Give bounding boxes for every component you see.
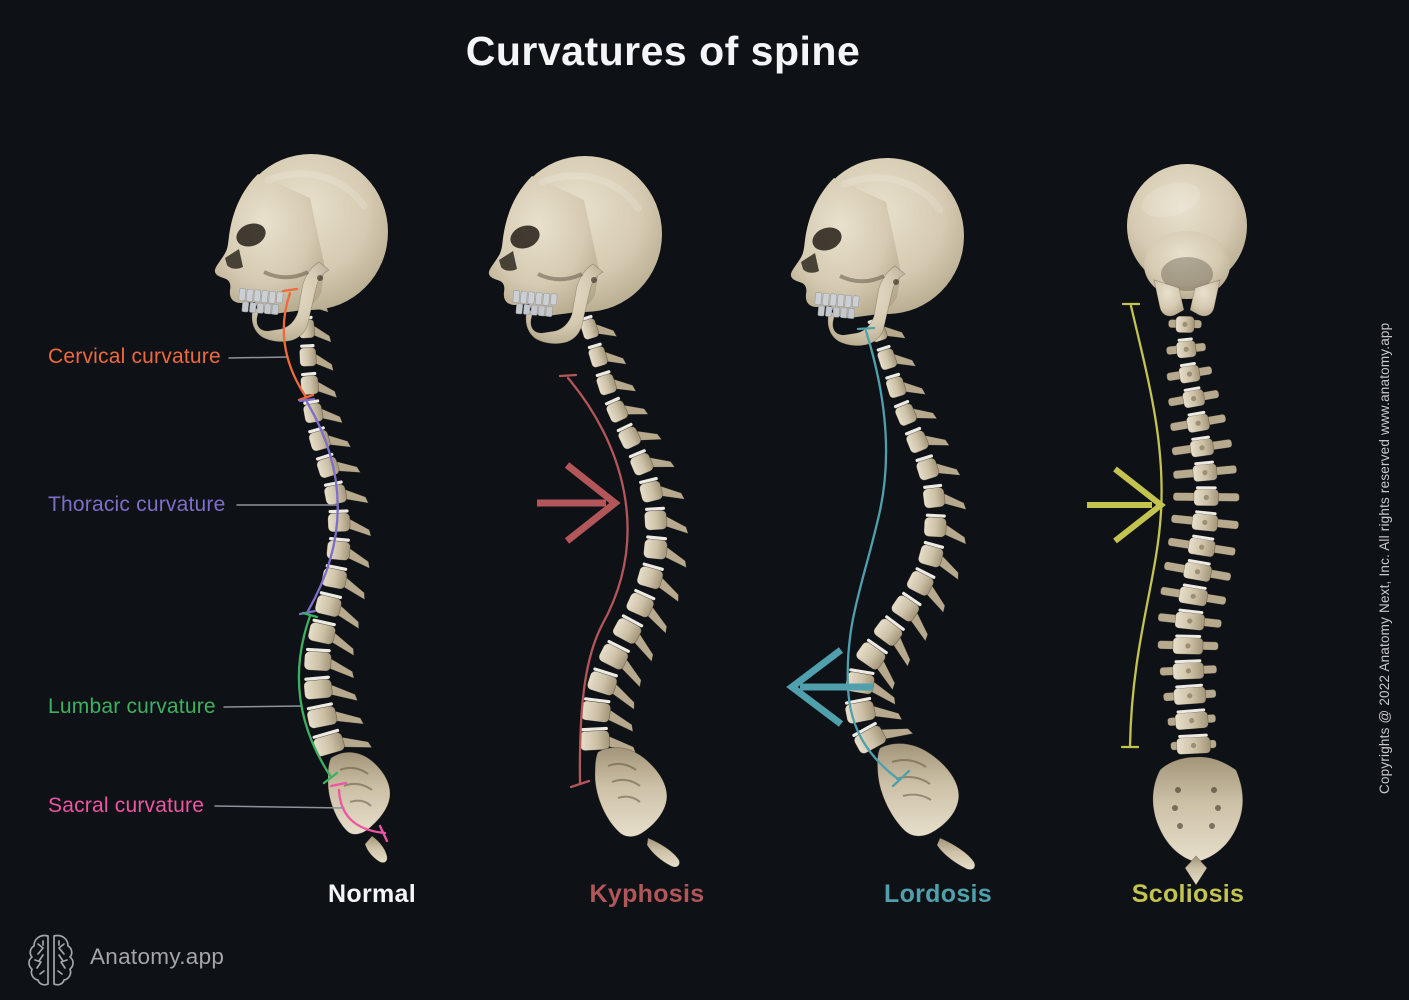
normal-coccyx <box>364 835 388 863</box>
lordosis-coccyx <box>936 837 976 870</box>
copyright-text: Copyrights @ 2022 Anatomy Next, Inc. All… <box>1377 322 1392 794</box>
lumbar-leader-line <box>223 705 303 708</box>
figure-normal <box>215 154 390 863</box>
figure-label-normal: Normal <box>328 880 416 908</box>
lordosis-curve <box>846 329 900 781</box>
thoracic-bracket <box>305 400 339 613</box>
label-thoracic-curvature: Thoracic curvature <box>48 493 226 516</box>
scoliosis-curve <box>1128 304 1163 748</box>
sacral-bracket <box>337 788 387 835</box>
label-cervical-curvature: Cervical curvature <box>48 345 221 368</box>
scoliosis-skull <box>1126 163 1248 317</box>
figure-lordosis <box>791 158 976 870</box>
figure-scoliosis <box>1126 163 1248 886</box>
kyphosis-curve <box>566 376 629 785</box>
brain-icon <box>28 934 74 986</box>
lumbar-bracket <box>297 614 333 779</box>
page-title: Curvatures of spine <box>465 28 861 74</box>
scoliosis-arrow-icon <box>1087 466 1166 544</box>
normal-spine <box>295 290 373 757</box>
scoliosis-spine <box>1157 315 1240 755</box>
normal-skull <box>215 154 388 342</box>
sacral-leader-line <box>214 805 345 809</box>
kyphosis-sacrum <box>594 747 668 837</box>
scoliosis-coccyx <box>1184 855 1208 886</box>
cervical-bracket <box>282 291 308 399</box>
kyphosis-skull <box>489 156 662 344</box>
kyphosis-arrow-icon <box>537 462 621 544</box>
figure-label-scoliosis: Scoliosis <box>1131 880 1245 908</box>
lordosis-arrow-icon <box>786 647 873 727</box>
kyphosis-coccyx <box>646 837 680 868</box>
label-lumbar-curvature: Lumbar curvature <box>48 695 216 718</box>
figure-label-kyphosis: Kyphosis <box>589 880 705 908</box>
cervical-leader-line <box>228 356 289 359</box>
figure-kyphosis <box>489 156 689 868</box>
lordosis-spine <box>844 292 967 754</box>
lordosis-sacrum <box>877 743 960 837</box>
label-sacral-curvature: Sacral curvature <box>48 794 205 817</box>
normal-sacrum <box>327 752 391 835</box>
kyphosis-spine <box>570 290 689 755</box>
brand-name: Anatomy.app <box>90 944 225 969</box>
figure-label-lordosis: Lordosis <box>884 880 992 908</box>
scoliosis-sacrum <box>1152 756 1244 863</box>
lordosis-skull <box>791 158 964 346</box>
